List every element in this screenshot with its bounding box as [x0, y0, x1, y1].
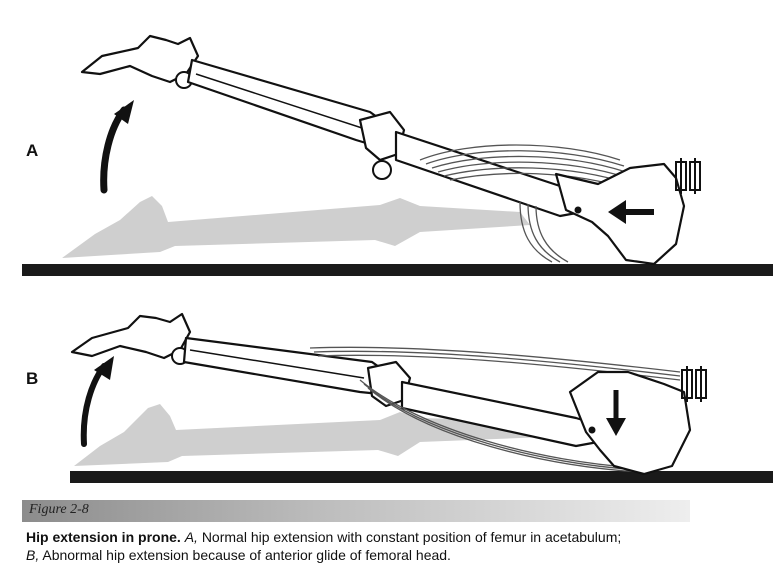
panel-b-floor — [70, 471, 773, 483]
panel-a-femoral-head — [574, 206, 582, 214]
panel-a-lift-arrow — [100, 100, 134, 194]
panel-b-shadow-leg — [74, 404, 570, 466]
panel-a-shadow-leg — [62, 196, 530, 258]
panel-b-label: B — [26, 369, 39, 388]
panel-a-muscle-fibres — [419, 144, 633, 263]
hip-extension-figure — [22, 34, 773, 483]
figure-caption: Hip extension in prone. A, Normal hip ex… — [26, 528, 746, 564]
panel-b-femoral-head — [588, 426, 596, 434]
panel-a-floor — [22, 264, 773, 276]
panel-a-spine — [675, 158, 701, 194]
panel-b-foot — [70, 312, 192, 360]
panel-b-pelvis — [568, 370, 692, 476]
caption-a-marker: A, — [184, 529, 198, 545]
panel-b-lift-arrow — [80, 356, 114, 447]
figure-number-bar: Figure 2-8 — [22, 500, 690, 522]
panel-a-label: A — [26, 141, 39, 160]
caption-b-text: Abnormal hip extension because of anteri… — [42, 547, 451, 563]
panel-b-illustration — [70, 312, 773, 483]
panel-a-illustration — [22, 34, 773, 276]
panel-b-spine — [681, 366, 707, 402]
panel-b-muscle-fibres — [309, 346, 681, 473]
panel-b-glide-arrow — [606, 390, 626, 436]
panel-a-foot — [80, 34, 200, 84]
caption-title: Hip extension in prone. — [26, 529, 181, 545]
caption-b-marker: B, — [26, 547, 40, 563]
figure-number: Figure 2-8 — [29, 502, 89, 517]
caption-a-text: Normal hip extension with constant posit… — [201, 529, 622, 545]
panel-a-force-arrow — [608, 200, 654, 224]
